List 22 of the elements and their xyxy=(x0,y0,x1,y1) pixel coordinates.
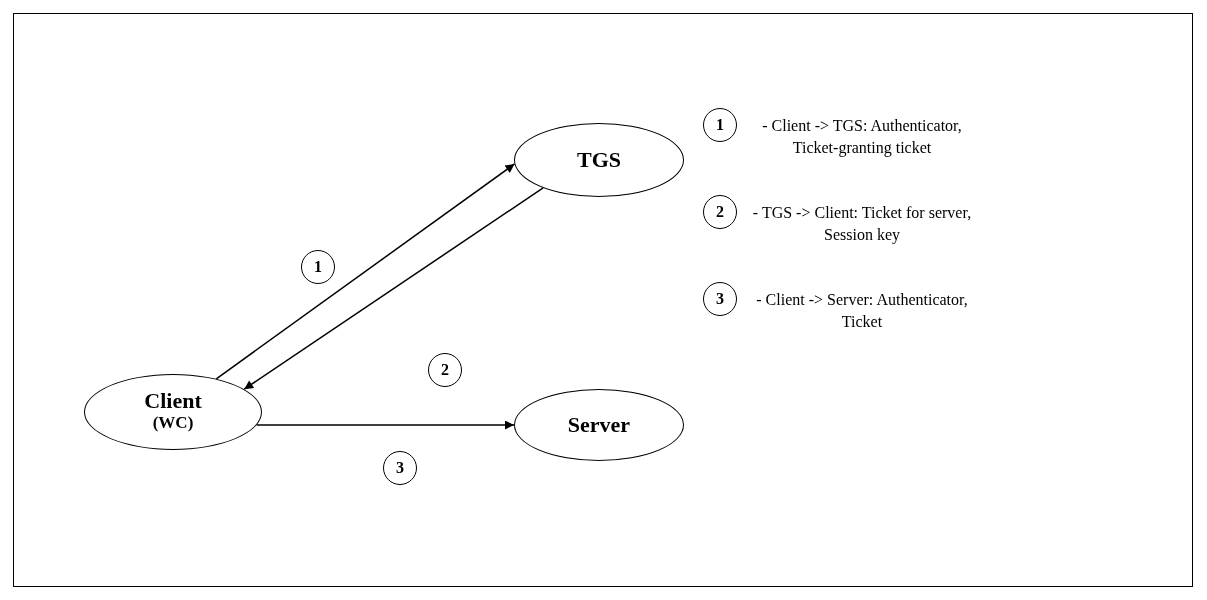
node-label: 2 xyxy=(441,360,449,380)
node-label: (WC) xyxy=(152,412,194,434)
node-label: Server xyxy=(567,414,631,436)
node-label: 2 xyxy=(716,202,724,222)
node-label: 1 xyxy=(716,115,724,135)
number-circle xyxy=(428,353,462,387)
node-label: 3 xyxy=(716,289,724,309)
arrow xyxy=(215,163,516,380)
number-circle xyxy=(383,451,417,485)
legend-text: - Client -> TGS: Authenticator, Ticket-granting ticket xyxy=(761,116,963,159)
node-label: 3 xyxy=(396,458,404,478)
arrow xyxy=(255,420,515,430)
node-label: Client xyxy=(144,390,202,412)
number-circle xyxy=(703,282,737,316)
number-circle xyxy=(703,195,737,229)
node-label: TGS xyxy=(577,149,621,171)
arrow xyxy=(243,187,544,390)
node-label: 1 xyxy=(314,257,322,277)
number-circle xyxy=(301,250,335,284)
legend-text: - TGS -> Client: Ticket for server, Session key xyxy=(751,203,973,246)
number-circle xyxy=(703,108,737,142)
legend-text: - Client -> Server: Authenticator, Ticket xyxy=(755,290,969,332)
